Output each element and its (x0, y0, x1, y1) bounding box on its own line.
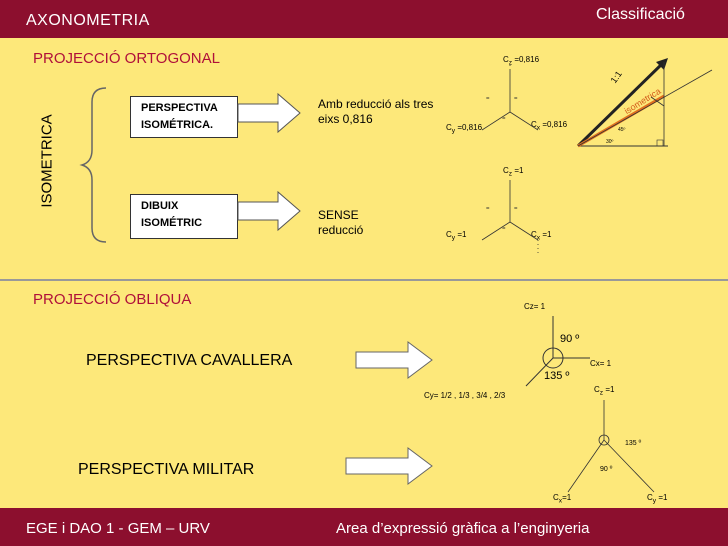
angle-45-label: 45º (618, 127, 626, 133)
desc-line: eixs 0,816 (318, 112, 373, 126)
axis1-cx-label: Cx =0,816 (531, 120, 568, 132)
cavallera-axes (525, 316, 590, 387)
persp-description: Amb reducció als tres eixs 0,816 (318, 97, 433, 127)
desc-line: reducció (318, 223, 364, 237)
footer-course: EGE i DAO 1 - GEM – URV (26, 520, 210, 537)
arrow-cavallera (355, 341, 433, 379)
persp-isometrica-box: PERSPECTIVA ISOMÉTRICA. (130, 96, 238, 138)
mil-cx-label: Cx=1 (553, 493, 572, 505)
cav-angle-90: 90 º (560, 333, 580, 345)
brace (79, 87, 107, 243)
cav-cx-label: Cx= 1 (590, 359, 612, 368)
axis2-cz-label: Cz =1 (503, 166, 524, 178)
militar-axes (567, 400, 655, 493)
header-title: AXONOMETRIA (26, 12, 150, 29)
box-line: DIBUIX (141, 200, 179, 212)
svg-text:=: = (514, 96, 518, 102)
arrow-persp (237, 92, 301, 134)
footer-area: Area d’expressió gràfica a l’enginyeria (336, 520, 590, 537)
dibuix-description: SENSE reducció (318, 208, 363, 238)
section-divider (0, 279, 728, 281)
desc-line: Amb reducció als tres (318, 97, 434, 111)
section-obliqua-title: PROJECCIÓ OBLIQUA (33, 291, 192, 308)
militar-label: PERSPECTIVA MILITAR (78, 461, 255, 478)
svg-text:=: = (502, 116, 506, 122)
cav-cz-label: Cz= 1 (524, 302, 546, 311)
mil-cy-label: Cy =1 (647, 493, 668, 505)
mil-angle-135: 135 º (625, 440, 642, 447)
svg-text:=: = (486, 96, 490, 102)
axis1-cy-label: Cy =0,816 (446, 123, 483, 135)
angle-30-label: 30º (606, 139, 614, 145)
iso-axes-1 (481, 64, 539, 131)
box-line: ISOMÉTRIC (141, 217, 203, 229)
svg-text:=: = (502, 226, 506, 232)
svg-text:=: = (514, 206, 518, 212)
svg-text:=: = (486, 206, 490, 212)
arrow-militar (345, 447, 433, 485)
box-line: PERSPECTIVA (141, 102, 218, 114)
desc-line: SENSE (318, 208, 359, 222)
axis2-cx-label: Cx =1 (531, 230, 552, 242)
section-ortogonal-title: PROJECCIÓ ORTOGONAL (33, 50, 220, 67)
cav-cy-label: Cy= 1/2 , 1/3 , 3/4 , 2/3 (424, 391, 506, 400)
header-section: Classificació (596, 6, 685, 23)
axis1-cz-label: Cz =0,816 (503, 55, 540, 67)
footer-bar: EGE i DAO 1 - GEM – URV Area d’expressió… (0, 508, 728, 546)
dibuix-isometric-box: DIBUIX ISOMÉTRIC (130, 194, 238, 239)
scale-diagram (576, 58, 713, 148)
arrow-dibuix (237, 190, 301, 232)
mil-angle-90: 90 º (600, 466, 613, 473)
cav-angle-135: 135 º (544, 370, 570, 382)
header-bar: AXONOMETRIA Classificació (0, 0, 728, 38)
box-line: ISOMÉTRICA. (141, 119, 214, 131)
cavallera-label: PERSPECTIVA CAVALLERA (86, 352, 293, 369)
axis2-cy-label: Cy =1 (446, 230, 467, 242)
mil-cz-label: Cz =1 (594, 385, 615, 397)
iso-axes-2 (481, 180, 539, 256)
